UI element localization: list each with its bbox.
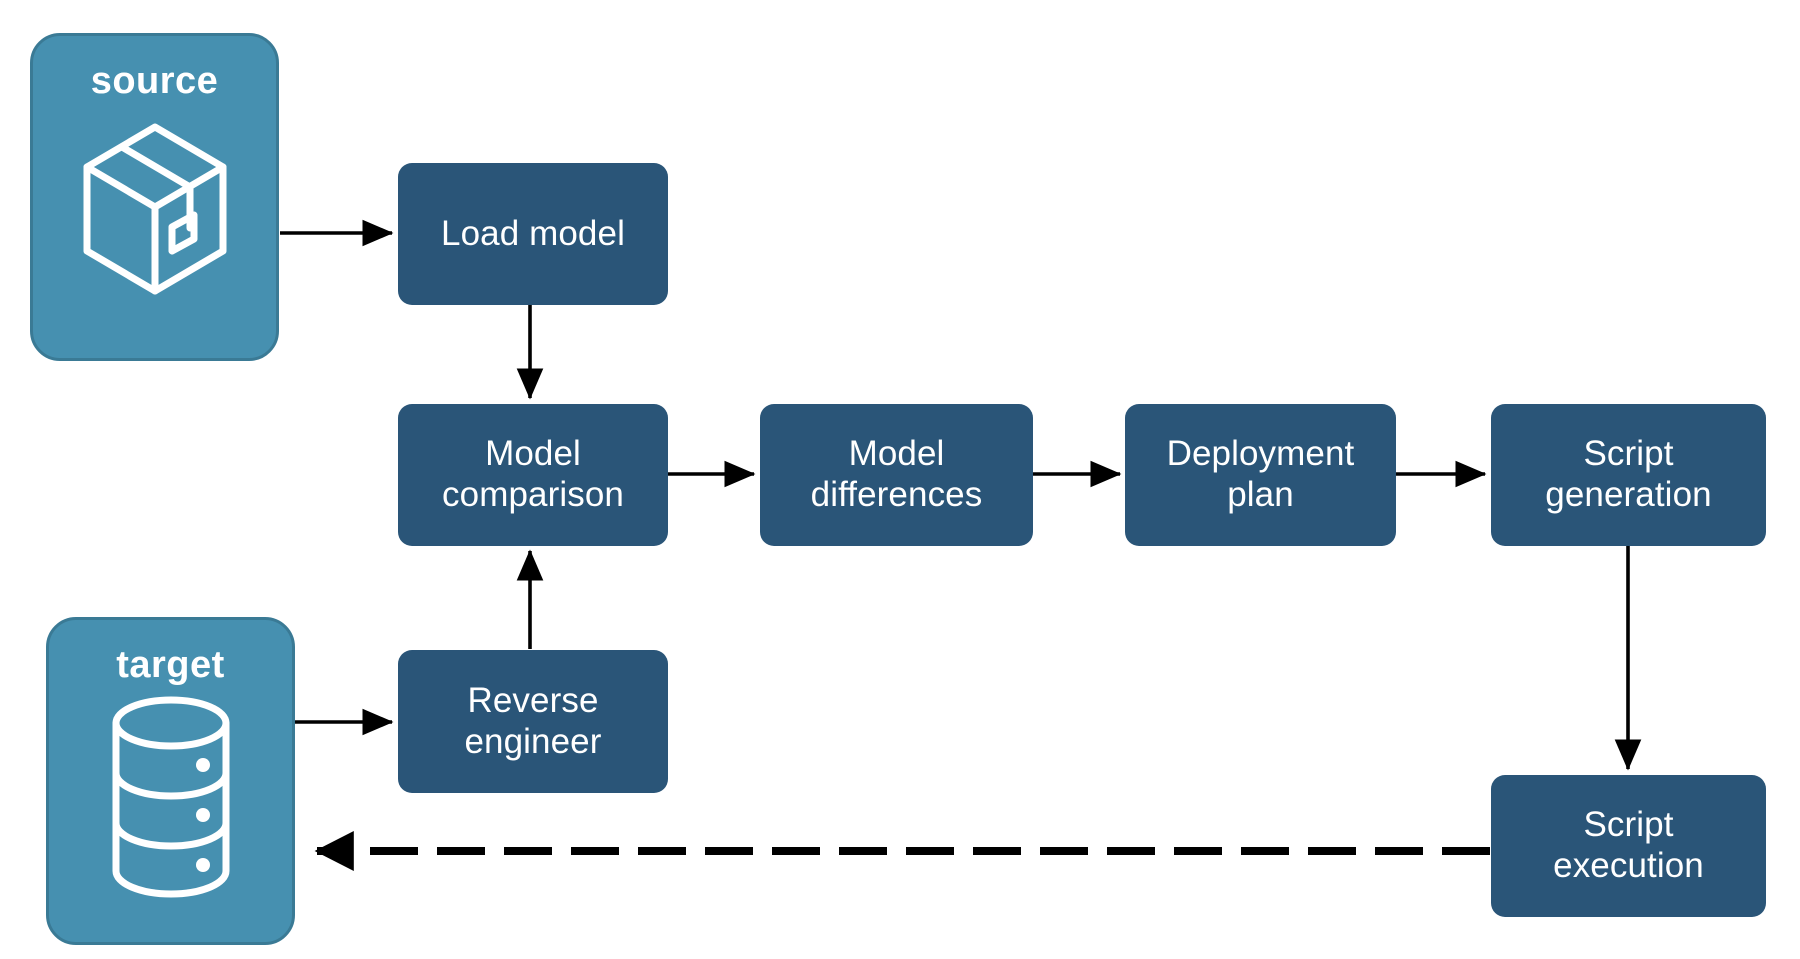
endpoint-target-label: target — [116, 644, 225, 686]
process-model-differences-label: Model differences — [810, 434, 983, 514]
process-model-differences[interactable]: Model differences — [760, 404, 1033, 546]
process-deployment-plan[interactable]: Deployment plan — [1125, 404, 1396, 546]
endpoint-source-label: source — [90, 60, 219, 102]
process-reverse-engineer-label: Reverse engineer — [464, 680, 602, 761]
process-script-execution-label: Script execution — [1553, 805, 1704, 885]
database-cylinder-icon — [76, 693, 266, 908]
process-deployment-plan-label: Deployment plan — [1166, 434, 1355, 514]
process-load-model[interactable]: Load model — [398, 163, 668, 305]
process-load-model-label: Load model — [441, 213, 625, 253]
endpoint-target[interactable]: target — [46, 617, 295, 945]
process-script-execution[interactable]: Script execution — [1491, 775, 1766, 917]
process-script-generation-label: Script generation — [1545, 434, 1712, 514]
endpoint-source[interactable]: source — [30, 33, 279, 361]
process-model-comparison[interactable]: Model comparison — [398, 404, 668, 546]
package-box-icon — [60, 109, 250, 314]
process-reverse-engineer[interactable]: Reverse engineer — [398, 650, 668, 793]
process-script-generation[interactable]: Script generation — [1491, 404, 1766, 546]
process-model-comparison-label: Model comparison — [442, 434, 624, 514]
